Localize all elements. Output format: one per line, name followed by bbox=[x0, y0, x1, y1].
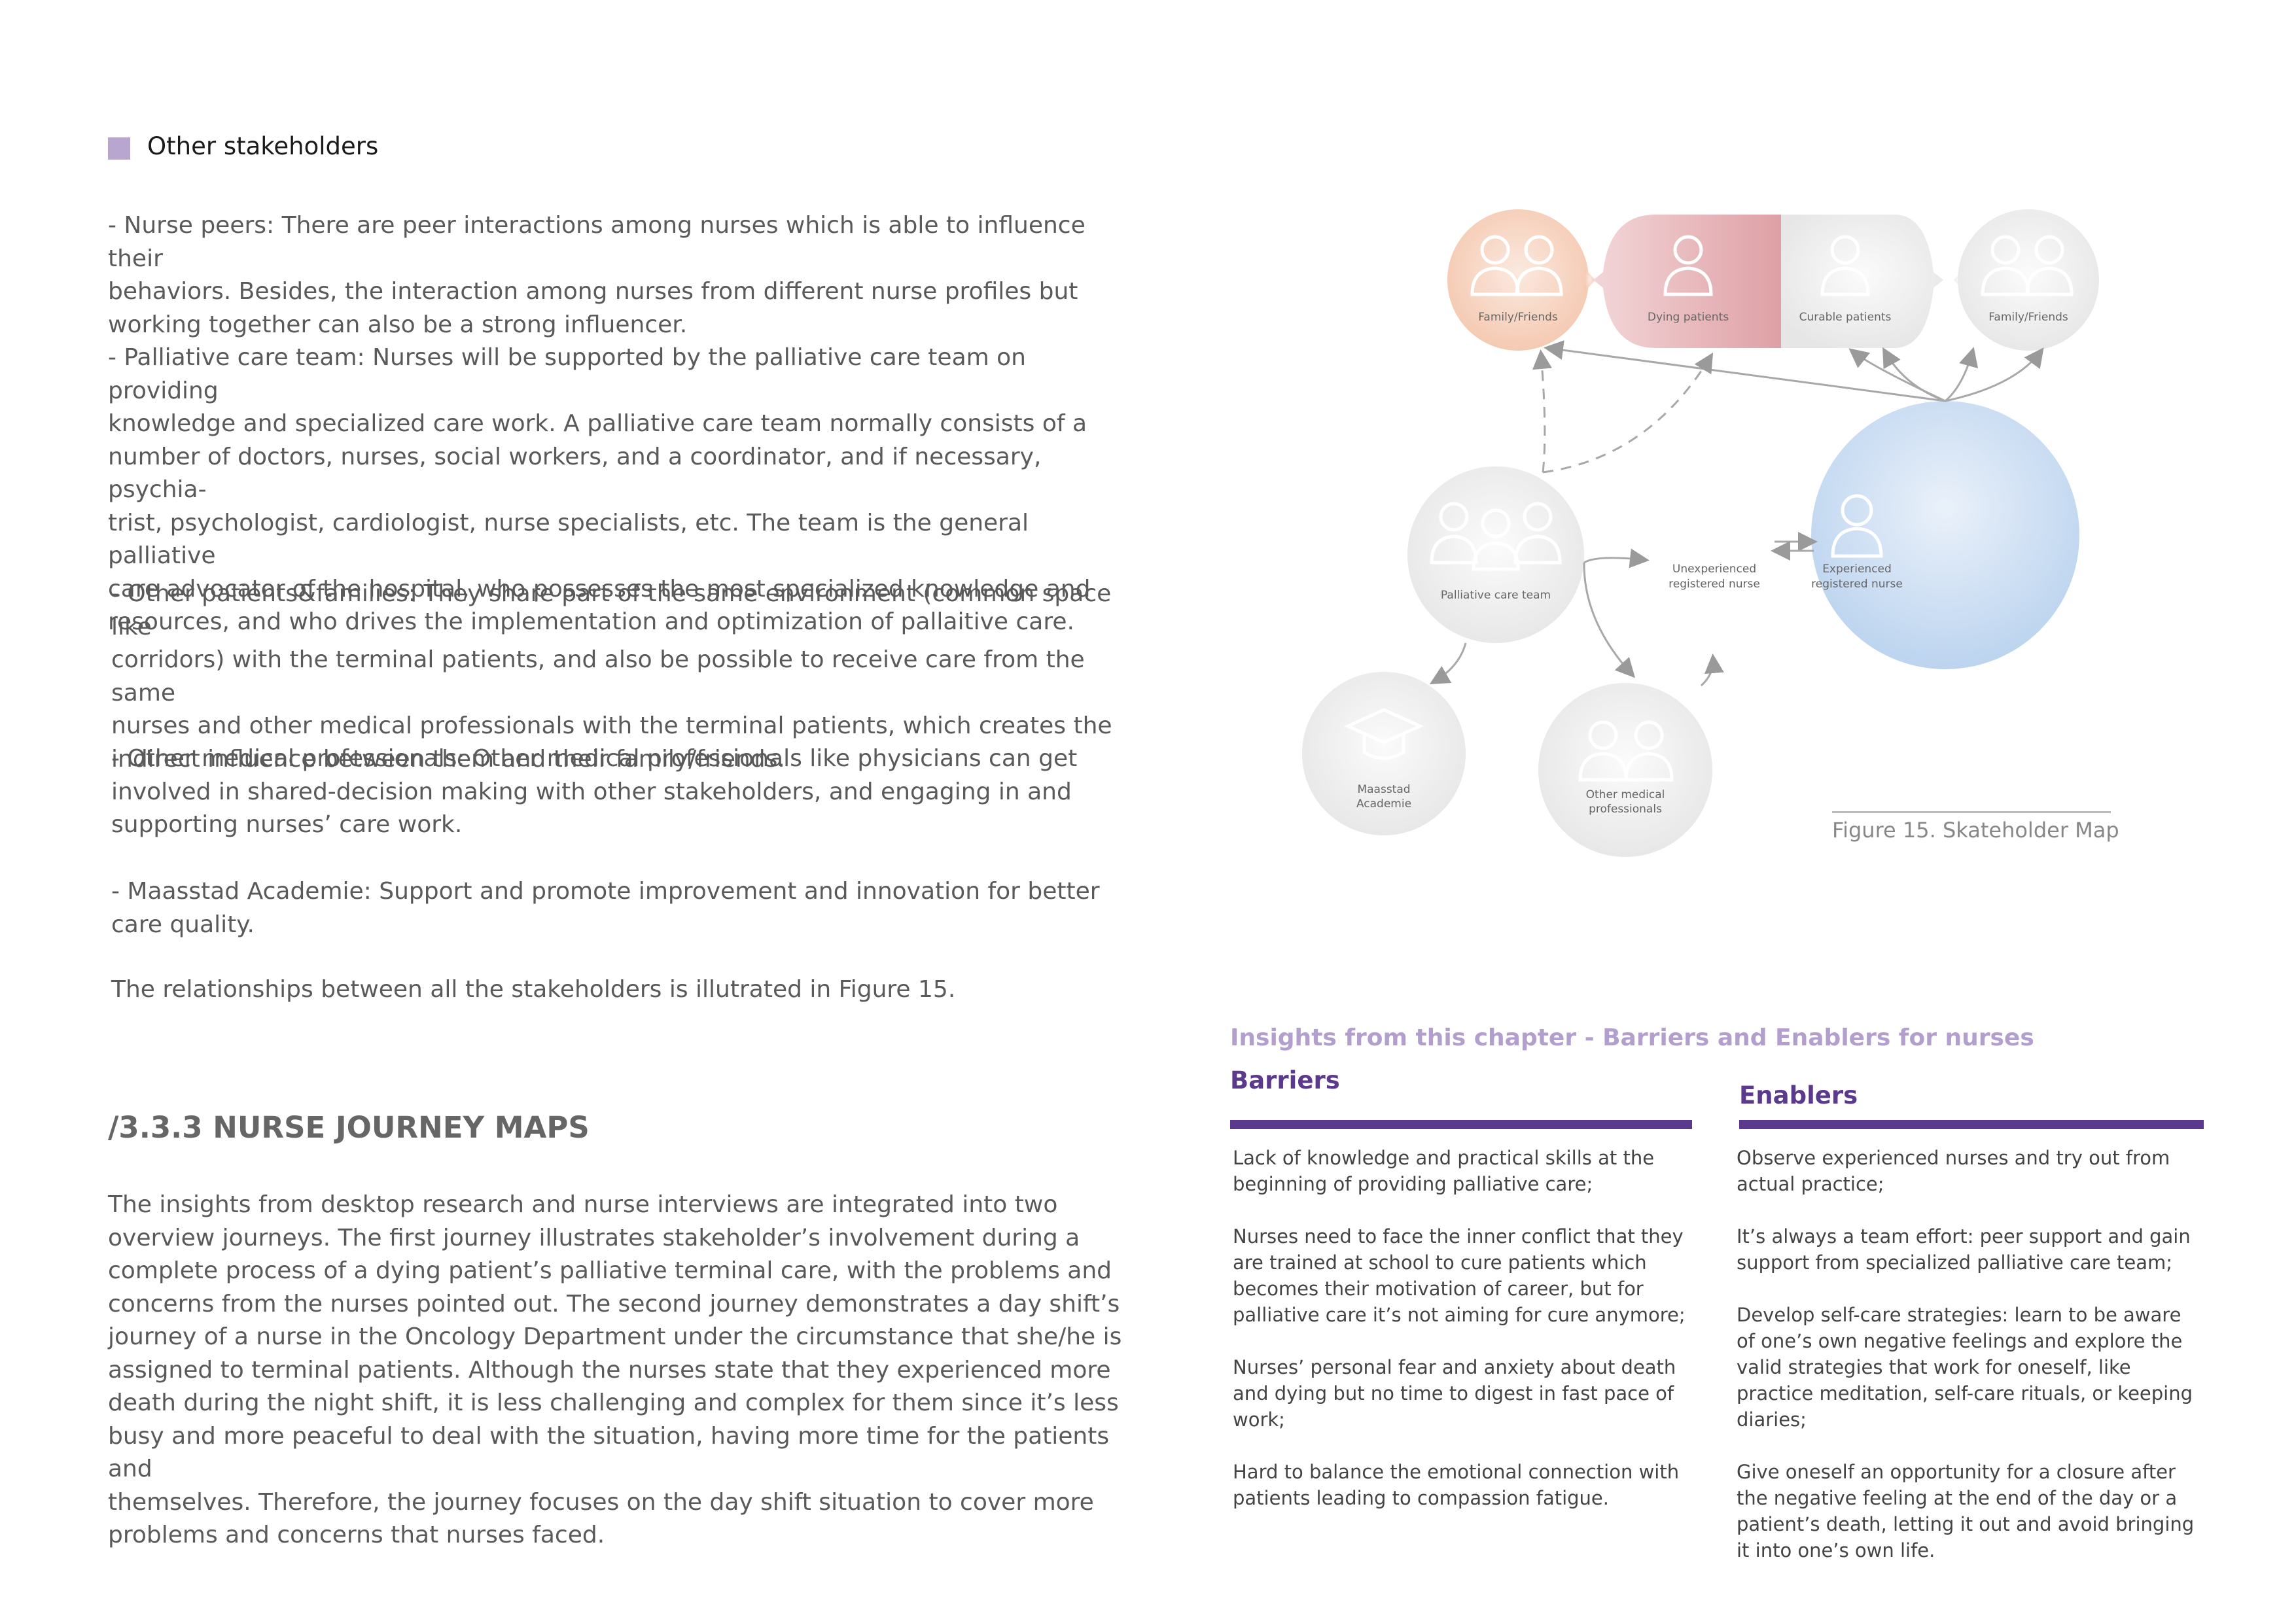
maasstad-label-1: Maasstad bbox=[1357, 783, 1410, 796]
section-marker bbox=[108, 137, 130, 160]
family-right-label: Family/Friends bbox=[1988, 311, 2068, 324]
barrier-item: Nurses need to face the inner conflict t… bbox=[1233, 1225, 1686, 1326]
other-medical-label-1: Other medical bbox=[1586, 788, 1665, 801]
maasstad-label-2: Academie bbox=[1356, 797, 1411, 811]
graduation-cap-icon bbox=[1343, 708, 1424, 760]
dying-patients-label: Dying patients bbox=[1648, 311, 1729, 324]
family-friends-left-node bbox=[1447, 209, 1595, 351]
experienced-nurse-icon bbox=[1831, 494, 1883, 558]
family-left-label: Family/Friends bbox=[1478, 311, 1558, 324]
barriers-list: Lack of knowledge and practical skills a… bbox=[1233, 1145, 1691, 1537]
registered-nurse-node bbox=[1811, 401, 2079, 669]
unexperienced-nurse-icon bbox=[1685, 494, 1737, 558]
figure-caption-rule bbox=[1832, 811, 2111, 813]
insights-title: Insights from this chapter - Barriers an… bbox=[1230, 1024, 2034, 1051]
person-icons bbox=[1343, 235, 2074, 782]
unexperienced-label-1: Unexperienced bbox=[1672, 563, 1756, 576]
paragraph-other-medical: - Other medical professionals: Other med… bbox=[111, 745, 1078, 838]
unexperienced-label-2: registered nurse bbox=[1669, 578, 1760, 591]
family-right-icon bbox=[1981, 235, 2074, 296]
experienced-label-1: Experienced bbox=[1822, 563, 1892, 576]
patients-pill-node bbox=[1593, 215, 1943, 348]
other-medical-icon bbox=[1578, 720, 1674, 782]
maasstad-node bbox=[1302, 672, 1466, 835]
family-left-icon bbox=[1470, 235, 1563, 296]
enabler-item: Observe experienced nurses and try out f… bbox=[1737, 1147, 2170, 1195]
figure-caption: Figure 15. Skateholder Map bbox=[1832, 818, 2119, 843]
barrier-item: Hard to balance the emotional connection… bbox=[1233, 1461, 1680, 1509]
palliative-team-node bbox=[1407, 466, 1584, 643]
chapter-heading: /3.3.3 NURSE JOURNEY MAPS bbox=[108, 1110, 590, 1145]
relationship-arrows bbox=[1429, 340, 2044, 687]
experienced-label-2: registered nurse bbox=[1811, 578, 1903, 591]
paragraph-relationships: The relationships between all the stakeh… bbox=[111, 976, 956, 1003]
paragraph-journey-maps: The insights from desktop research and n… bbox=[108, 1191, 1122, 1548]
barrier-item: Lack of knowledge and practical skills a… bbox=[1233, 1147, 1655, 1195]
barriers-bar bbox=[1230, 1120, 1692, 1129]
palliative-team-label: Palliative care team bbox=[1441, 589, 1551, 602]
stakeholder-map-figure: Family/Friends Dying patients Curable pa… bbox=[1282, 196, 2107, 877]
other-medical-label-2: professionals bbox=[1589, 803, 1662, 816]
enablers-heading: Enablers bbox=[1739, 1081, 1858, 1109]
barrier-item: Nurses’ personal fear and anxiety about … bbox=[1233, 1356, 1676, 1431]
enablers-list: Observe experienced nurses and try out f… bbox=[1737, 1145, 2202, 1590]
paragraph-palliative-team: - Palliative care team: Nurses will be s… bbox=[108, 344, 1091, 635]
curable-patient-icon bbox=[1820, 235, 1870, 296]
section-label: Other stakeholders bbox=[147, 132, 379, 160]
enablers-bar bbox=[1739, 1120, 2204, 1129]
enabler-item: Give oneself an opportunity for a closur… bbox=[1737, 1461, 2195, 1562]
curable-patients-label: Curable patients bbox=[1799, 311, 1892, 324]
palliative-team-icon bbox=[1430, 502, 1562, 571]
paragraph-other-patients: - Other patients&families: They share pa… bbox=[111, 580, 1112, 773]
barriers-heading: Barriers bbox=[1230, 1066, 1340, 1094]
stakeholder-map-svg: Family/Friends Dying patients Curable pa… bbox=[1302, 209, 2099, 857]
dying-patient-icon bbox=[1663, 235, 1713, 296]
paragraph-nurse-peers: - Nurse peers: There are peer interactio… bbox=[108, 212, 1086, 338]
paragraph-maasstad: - Maasstad Academie: Support and promote… bbox=[111, 878, 1100, 938]
enabler-item: Develop self-care strategies: learn to b… bbox=[1737, 1304, 2193, 1431]
enabler-item: It’s always a team effort: peer support … bbox=[1737, 1225, 2191, 1274]
